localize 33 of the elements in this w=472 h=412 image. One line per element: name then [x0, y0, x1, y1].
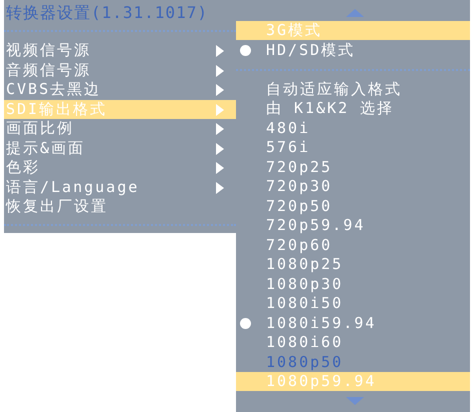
menu-item-label: 720p60: [266, 236, 332, 254]
menu-item-label: CVBS去黑边: [6, 80, 102, 99]
menu-panel: [4, 0, 236, 233]
highlighted-menu-item: [236, 372, 470, 391]
menu-item-label: 1080i59.94: [266, 314, 376, 332]
menu-item-label: 720p30: [266, 177, 332, 196]
menu-item-label: 1080i50: [266, 294, 344, 313]
menu-item-label: 720p59.94: [266, 216, 366, 235]
menu-item-label: 1080i60: [266, 333, 344, 352]
menu-item-label: 由 K1&K2 选择: [266, 99, 394, 118]
menu-item-label: 720p50: [266, 196, 332, 216]
menu-item-label: 音频信号源: [6, 60, 91, 80]
highlighted-menu-item: [236, 21, 470, 40]
menu-item-label: 1080p30: [266, 274, 344, 294]
menu-item-label: SDI输出格式: [6, 100, 108, 118]
menu-item-label: 色彩: [6, 158, 40, 177]
disabled-option-label: 1080p50: [266, 352, 344, 372]
menu-item-label: 画面比例: [6, 119, 74, 138]
menu-item-label: 576i: [266, 138, 310, 157]
menu-item-label: HD/SD模式: [266, 40, 356, 60]
menu-item-label: 提示&画面: [6, 138, 86, 158]
menu-item-label: 语言/Language: [6, 178, 140, 196]
menu-item-label: 480i: [266, 118, 310, 138]
menu-item-label: 恢复出厂设置: [6, 197, 108, 216]
menu-item-label: 3G模式: [266, 21, 322, 40]
menu-title: 转换器设置(1.31.1017): [6, 2, 208, 24]
menu-item-label: 1080p59.94: [266, 372, 376, 391]
menu-item-label: 720p25: [266, 158, 332, 176]
menu-item-label: 自动适应输入格式: [266, 80, 402, 98]
menu-item-label: 视频信号源: [6, 41, 91, 60]
menu-panel: [236, 0, 470, 412]
menu-item-label: 1080p25: [266, 255, 344, 274]
highlighted-menu-item: [4, 100, 236, 118]
